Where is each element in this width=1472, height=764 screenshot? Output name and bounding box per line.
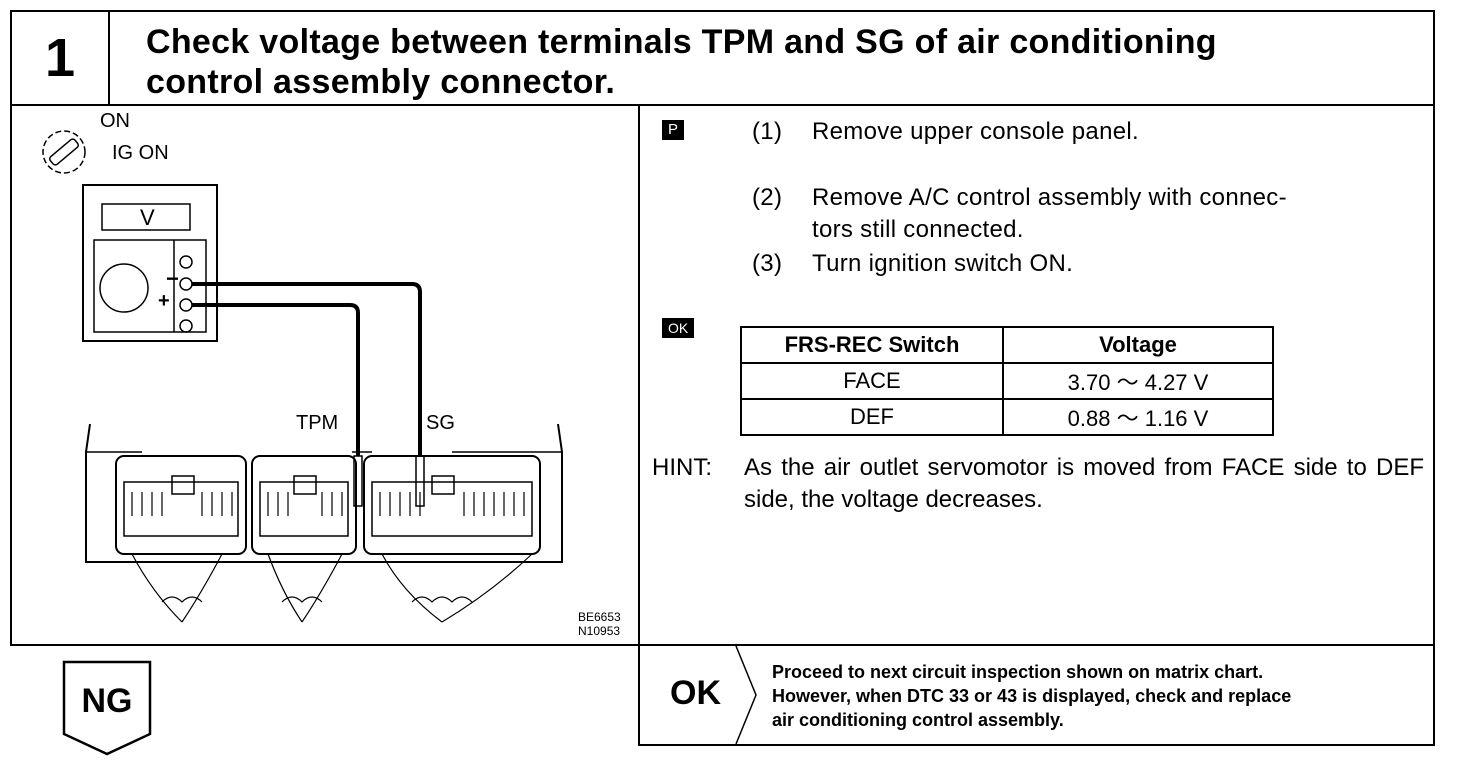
ok-instruction: Proceed to next circuit inspection shown… bbox=[772, 660, 1422, 732]
meter-label: V bbox=[140, 205, 155, 230]
table-row: FACE 3.70 ～ 4.27 V bbox=[740, 362, 1274, 400]
ok-label: OK bbox=[670, 674, 721, 712]
table-header-row: FRS-REC Switch Voltage bbox=[740, 326, 1274, 364]
ok-arrow-icon bbox=[735, 646, 757, 744]
voltage-spec-table: FRS-REC Switch Voltage FACE 3.70 ～ 4.27 … bbox=[740, 326, 1274, 436]
table-cell: 3.70 ～ 4.27 V bbox=[1002, 362, 1274, 400]
hint-label: HINT: bbox=[652, 454, 712, 481]
ok-result: OK Proceed to next circuit inspection sh… bbox=[638, 646, 1435, 746]
terminal-tpm-label: TPM bbox=[296, 412, 339, 434]
step-text: Remove A/C control assembly with connec- bbox=[812, 184, 1287, 211]
ng-result: NG bbox=[62, 660, 152, 756]
step-header: 1 Check voltage between terminals TPM an… bbox=[10, 10, 1435, 106]
step-text-cont: tors still connected. bbox=[812, 216, 1024, 243]
hint-text: As the air outlet servomotor is moved fr… bbox=[744, 454, 1424, 513]
table-row: DEF 0.88 ～ 1.16 V bbox=[740, 398, 1274, 436]
wiring-diagram: ON IG ON V − + TPM SG bbox=[12, 104, 638, 644]
procedure-step-3: (3) Turn ignition switch ON. bbox=[752, 248, 1432, 280]
procedure-step-1: (1) Remove upper console panel. bbox=[752, 116, 1432, 148]
table-cell: FACE bbox=[740, 362, 1004, 400]
step-title: Check voltage between terminals TPM and … bbox=[146, 22, 1217, 102]
step-num: (2) bbox=[752, 184, 783, 211]
step-num: (3) bbox=[752, 250, 783, 277]
figure-code-2: N10953 bbox=[578, 624, 621, 638]
step-text: Remove upper console panel. bbox=[812, 118, 1139, 145]
preparation-badge: P bbox=[662, 120, 685, 140]
step-title-line-1: Check voltage between terminals TPM and … bbox=[146, 23, 1217, 61]
table-cell: 0.88 ～ 1.16 V bbox=[1002, 398, 1274, 436]
switch-ig-on-label: IG ON bbox=[112, 142, 169, 164]
meter-minus-label: − bbox=[166, 266, 179, 291]
meter-plus-label: + bbox=[158, 290, 170, 312]
step-body: ON IG ON V − + TPM SG bbox=[10, 104, 1435, 646]
switch-on-label: ON bbox=[100, 110, 130, 132]
ok-instruction-line-2: However, when DTC 33 or 43 is displayed,… bbox=[772, 686, 1292, 706]
ignition-key-icon bbox=[42, 130, 86, 174]
column-header: Voltage bbox=[1002, 326, 1274, 364]
procedure-pane: P (1) Remove upper console panel. (2) Re… bbox=[640, 104, 1435, 644]
figure-code-1: BE6653 bbox=[578, 610, 621, 624]
ok-spec-badge: OK bbox=[662, 318, 695, 338]
ng-label: NG bbox=[81, 682, 133, 720]
step-text: Turn ignition switch ON. bbox=[812, 250, 1074, 277]
terminal-sg-label: SG bbox=[426, 412, 455, 434]
procedure-step-2: (2) Remove A/C control assembly with con… bbox=[752, 182, 1432, 246]
table-cell: DEF bbox=[740, 398, 1004, 436]
ok-instruction-line-1: Proceed to next circuit inspection shown… bbox=[772, 662, 1264, 682]
pane-divider bbox=[638, 104, 640, 644]
ok-instruction-line-3: air conditioning control assembly. bbox=[772, 710, 1064, 730]
step-num: (1) bbox=[752, 118, 783, 145]
step-number: 1 bbox=[12, 12, 110, 104]
ng-pentagon-icon bbox=[62, 660, 152, 756]
step-title-line-2: control assembly connector. bbox=[146, 63, 616, 101]
column-header: FRS-REC Switch bbox=[740, 326, 1004, 364]
ac-control-assembly bbox=[85, 423, 563, 623]
